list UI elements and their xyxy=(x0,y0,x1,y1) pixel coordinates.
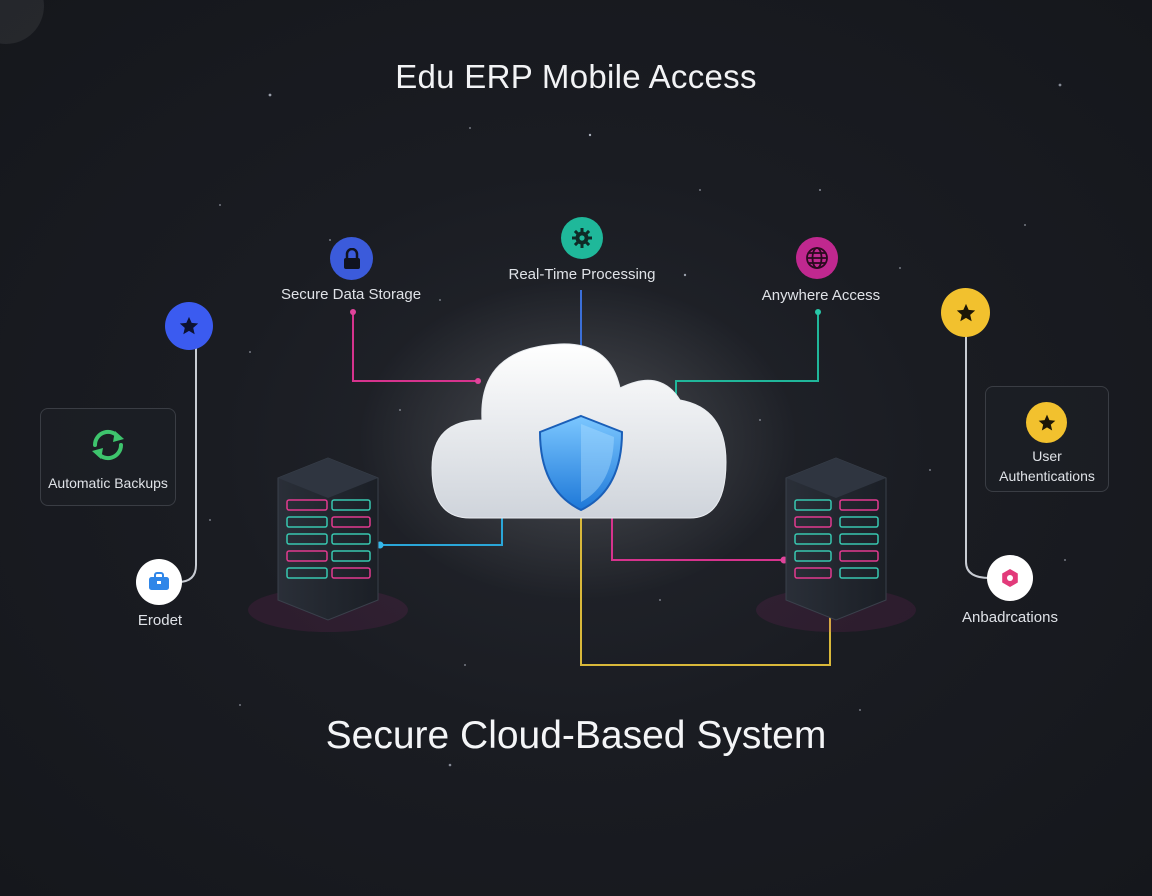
user-authentications-card[interactable]: User Authentications xyxy=(985,386,1109,492)
anywhere-access-label: Anywhere Access xyxy=(761,287,881,304)
connector-left-vertical xyxy=(177,348,197,583)
left-star-node[interactable] xyxy=(165,302,213,350)
gear-badge-icon xyxy=(1002,569,1018,587)
page-title: Edu ERP Mobile Access xyxy=(395,58,757,95)
erodet-node[interactable] xyxy=(136,559,182,605)
connector-bottom xyxy=(580,512,831,666)
anywhere-access-node[interactable] xyxy=(796,237,838,279)
briefcase-icon xyxy=(149,572,169,590)
connector-left-server xyxy=(380,512,503,546)
globe-icon xyxy=(806,247,828,269)
star-icon xyxy=(179,316,199,335)
left-server-rack xyxy=(248,457,408,632)
right-star-node[interactable] xyxy=(941,288,990,337)
page-subtitle: Secure Cloud-Based System xyxy=(325,714,827,757)
gear-icon xyxy=(572,228,592,248)
real-time-processing-node[interactable] xyxy=(561,217,603,259)
anbadrcations-node[interactable] xyxy=(987,555,1033,601)
star-icon xyxy=(956,303,975,321)
lock-icon xyxy=(343,247,360,269)
automatic-backups-label: Automatic Backups xyxy=(48,475,168,491)
corner-glow xyxy=(0,0,44,44)
erodet-label: Erodet xyxy=(137,612,183,629)
real-time-processing-label: Real-Time Processing xyxy=(508,266,656,283)
cloud-shield-icon xyxy=(431,343,727,519)
secure-data-storage-label: Secure Data Storage xyxy=(280,286,422,303)
connector-right-server xyxy=(611,512,784,561)
star-icon xyxy=(1038,414,1055,430)
user-authentications-label-line1: User xyxy=(1032,448,1062,464)
secure-data-storage-node[interactable] xyxy=(330,237,373,280)
right-server-rack xyxy=(756,457,916,632)
connector-secure-data-storage xyxy=(352,312,478,382)
connector-anywhere-access xyxy=(675,312,819,400)
connector-right-vertical xyxy=(965,336,991,579)
user-authentications-label-line2: Authentications xyxy=(999,468,1095,484)
anbadrcations-label: Anbadrcations xyxy=(962,609,1058,626)
automatic-backups-card[interactable]: Automatic Backups xyxy=(40,408,176,506)
sync-icon xyxy=(92,429,124,461)
user-authentications-node xyxy=(1026,402,1067,443)
